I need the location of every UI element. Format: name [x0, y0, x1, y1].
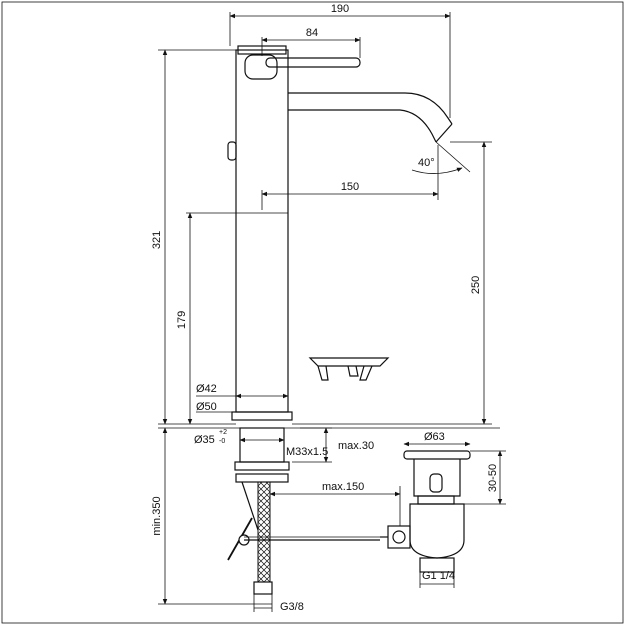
dim-spout-height: 250 [470, 276, 482, 294]
dim-hole-tolerance-upper: +2 [219, 429, 227, 436]
dim-lever-length: 84 [306, 27, 318, 39]
dim-total-height: 321 [151, 231, 163, 249]
dim-min-hose-length: min.350 [151, 496, 163, 535]
dim-spout-reach: 150 [341, 181, 359, 193]
faucet-body [227, 45, 453, 595]
dim-body-diameter-large: Ø50 [196, 401, 217, 413]
dim-thread: M33x1.5 [286, 446, 328, 458]
dim-hose-connector: G3/8 [280, 601, 304, 613]
dim-waste-diameter: Ø63 [424, 431, 445, 443]
waste-fitting [380, 450, 471, 573]
dim-total-width: 190 [331, 3, 349, 15]
dim-lower-body-height: 179 [176, 311, 188, 329]
dim-hole-diameter: Ø35 [194, 434, 215, 446]
dimension-lines [158, 12, 506, 612]
dim-waste-thread: G1 1/4 [422, 570, 455, 582]
dim-max-deck-thickness: max.30 [338, 440, 374, 452]
flange-part [308, 357, 390, 381]
dim-body-diameter-small: Ø42 [196, 383, 217, 395]
dim-max-distance: max.150 [322, 481, 364, 493]
dim-waste-height-range: 30-50 [487, 464, 499, 492]
dim-hole-tolerance-lower: -0 [219, 438, 225, 445]
dim-spout-angle: 40° [418, 157, 435, 169]
